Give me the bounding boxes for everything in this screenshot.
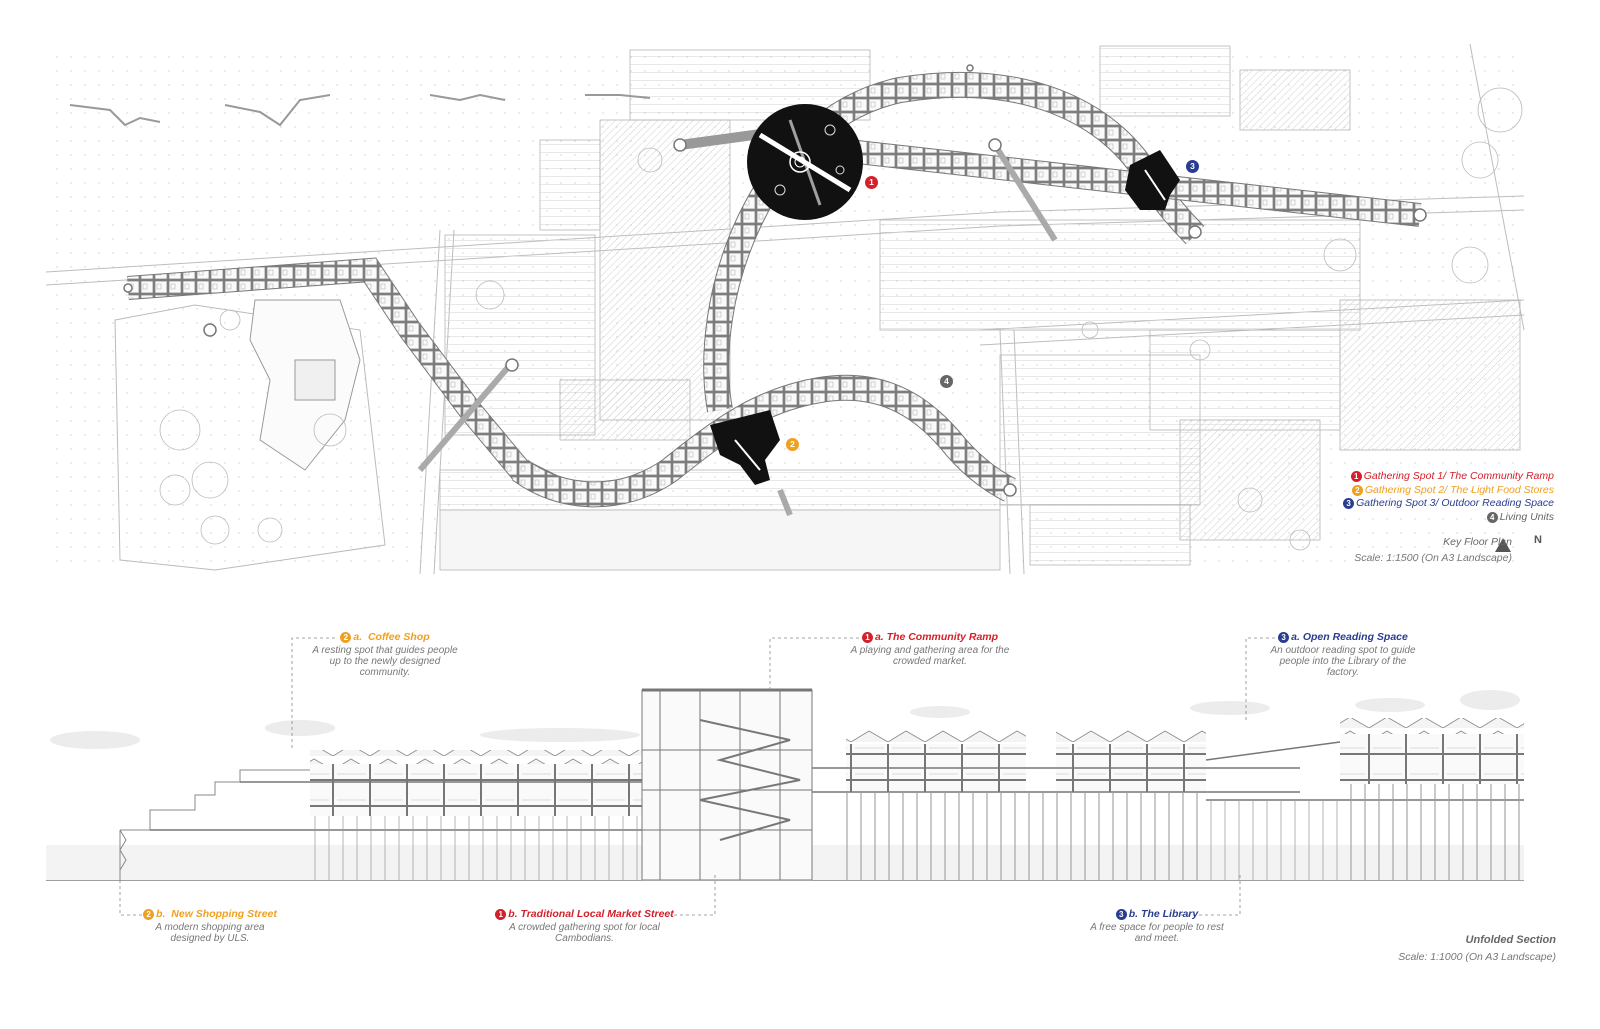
callout-traditional-market-street-desc: A crowded gathering spot for local Cambo… [509,922,660,944]
callout-coffee-shop-letter: a. [353,631,363,643]
callout-traditional-market-street-letter: b. [508,908,518,920]
left-block-building [114,299,386,571]
section-scale: Scale: 1:1000 (On A3 Landscape) [1398,951,1556,963]
callout-new-shopping-street-desc: A modern shopping area designed by ULS. [155,922,265,944]
callout-community-ramp-letter: a. [874,631,884,643]
callout-coffee-shop-number: 2 [340,632,352,643]
gathering-spot-2-food-stores [710,410,780,485]
plan-marker-4: 4 [940,375,953,388]
callout-open-reading-space-number: 3 [1278,632,1290,643]
gathering-spot-3-reading-space [1125,150,1180,210]
callout-community-ramp-name: The Community Ramp [886,631,999,643]
callout-coffee-shop-desc: A resting spot that guides people up to … [312,645,458,678]
urban-context-blocks [439,45,1521,571]
legend-number-2: 2 [1351,484,1363,496]
plan-title: Key Floor Plan [1443,536,1512,548]
callout-open-reading-space-name: Open Reading Space [1302,631,1408,643]
callout-new-shopping-street-name: New Shopping Street [171,908,277,920]
legend-label-3: Gathering Spot 3/ Outdoor Reading Space [1356,497,1554,510]
legend-label-1: Gathering Spot 1/ The Community Ramp [1363,470,1554,482]
callout-open-reading-space-desc: An outdoor reading spot to guide people … [1270,645,1416,678]
callout-traditional-market-street-name: Traditional Local Market Street [520,908,674,920]
legend-number-4: 4 [1486,511,1498,523]
callout-traditional-market-street-number: 1 [495,909,507,920]
plan-marker-1: 1 [865,176,878,189]
north-label: N [1534,534,1542,546]
callout-new-shopping-street-letter: b. [156,908,166,920]
callout-new-shopping-street-number: 2 [143,909,155,920]
callout-the-library-letter: b. [1128,908,1139,920]
callout-open-reading-space-letter: a. [1291,631,1300,643]
plan-marker-3: 3 [1186,160,1199,173]
callout-the-library-desc: A free space for people to rest and meet… [1090,922,1224,944]
callout-community-ramp-number: 1 [861,632,873,643]
callout-coffee-shop-name: Coffee Shop [367,631,430,643]
legend-label-4: Living Units [1499,510,1554,523]
legend-number-1: 1 [1350,471,1362,482]
trees [159,87,1523,551]
north-arrow-icon [1495,538,1511,552]
section-title: Unfolded Section [1465,934,1556,946]
callout-community-ramp-desc: A playing and gathering area for the cro… [850,645,1010,667]
gathering-spot-1-ramp-hub [747,104,863,220]
callout-the-library-number: 3 [1115,909,1127,920]
legend-number-3: 3 [1343,498,1355,510]
plan-marker-2: 2 [786,438,799,451]
legend-label-2: Gathering Spot 2/ The Light Food Stores [1364,483,1554,496]
callout-the-library-name: The Library [1141,908,1199,920]
plan-scale: Scale: 1:1500 (On A3 Landscape) [1354,552,1512,564]
ramp-diagram-thumbnails [69,93,651,127]
ramp-end-nodes [123,64,1427,497]
